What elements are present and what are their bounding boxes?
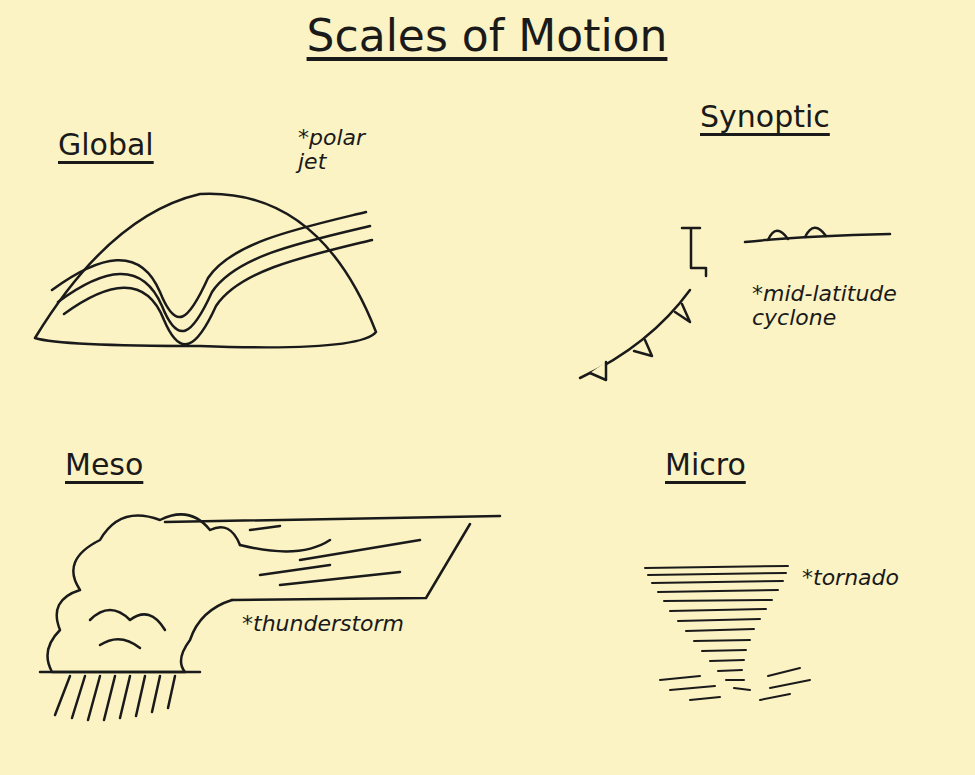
scale-heading: Global: [58, 128, 154, 161]
scale-heading: Micro: [665, 448, 746, 481]
tornado-funnel: [645, 566, 810, 700]
diagram-title: Scales of Motion: [307, 12, 668, 60]
globe-dome: [35, 194, 376, 348]
example-note: *thunderstorm: [242, 612, 404, 636]
scale-heading: Synoptic: [700, 100, 830, 133]
example-note: *tornado: [802, 566, 899, 590]
scale-heading: Meso: [65, 448, 143, 481]
example-note: *polar jet: [298, 126, 398, 174]
example-note: *mid-latitude cyclone: [752, 282, 957, 330]
thunderstorm-cloud: [40, 514, 500, 720]
